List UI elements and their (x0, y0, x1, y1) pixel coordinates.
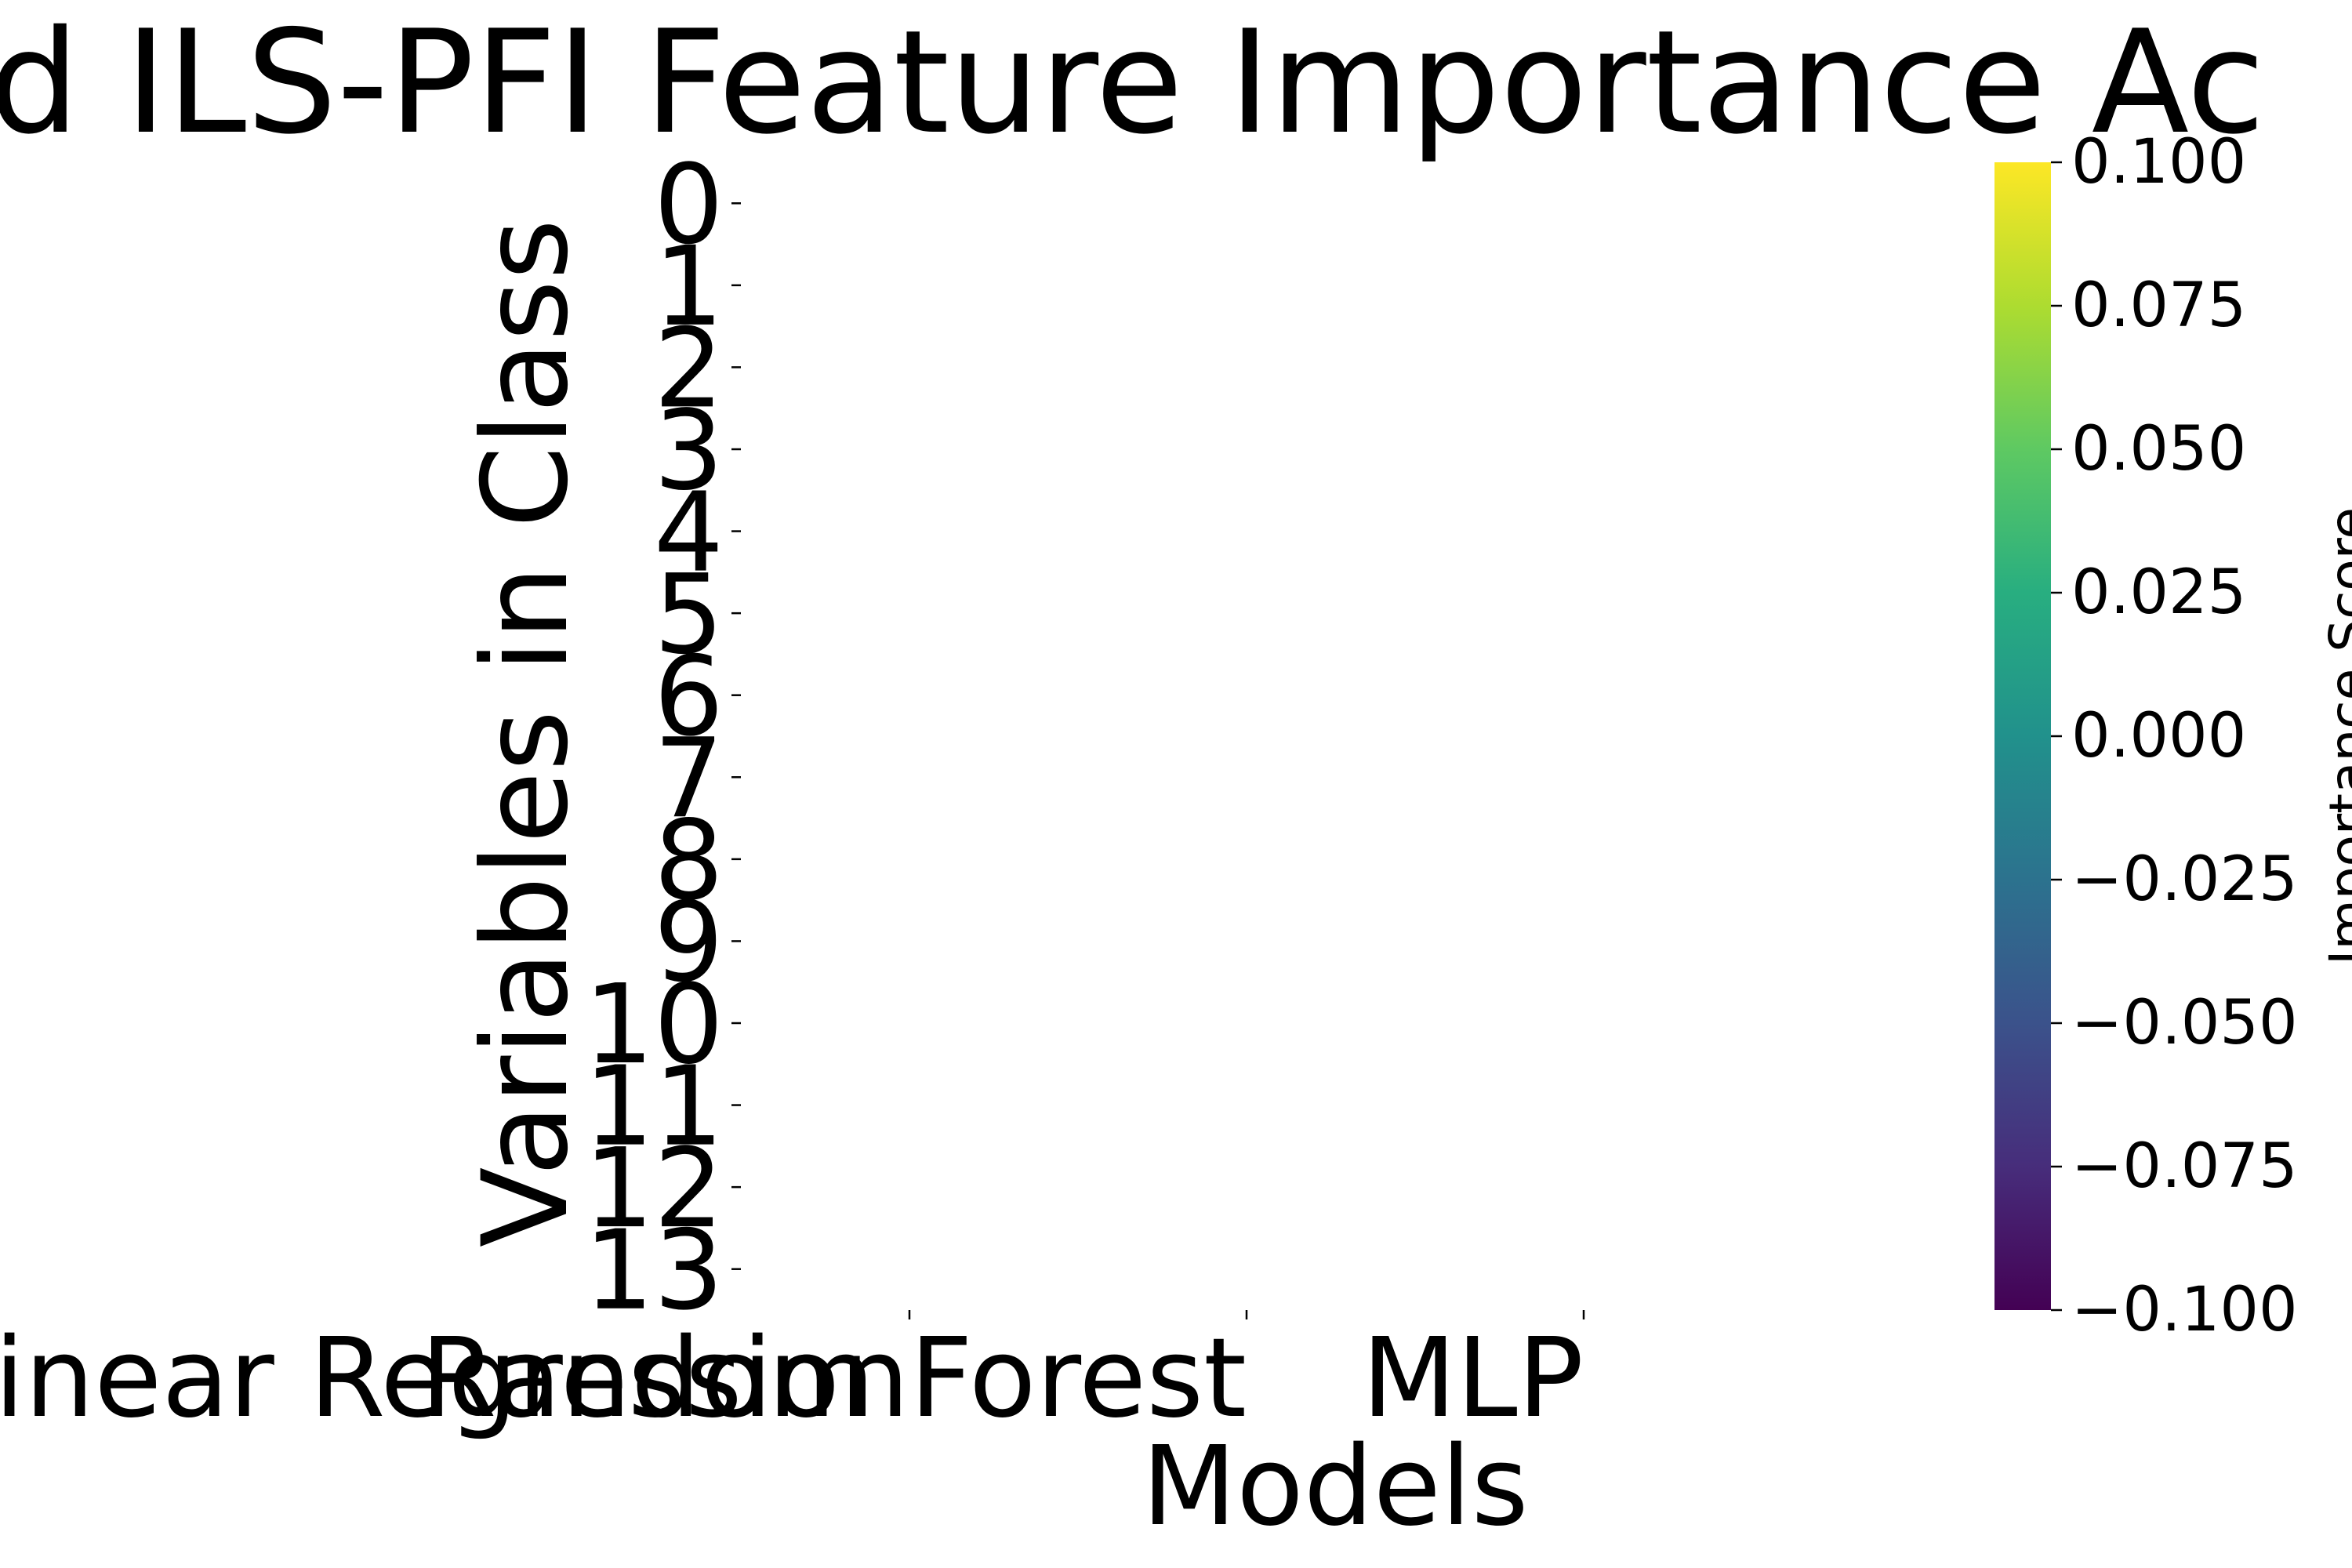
y-tick-label: 5 (654, 551, 724, 679)
y-tick-label: 13 (584, 1207, 724, 1335)
x-axis-label: Models (1142, 1423, 1528, 1551)
x-tick-label: Linear Regression (0, 1315, 909, 1443)
colorbar-tick-label: 0.050 (2071, 414, 2246, 485)
colorbar-tick-label: −0.075 (2071, 1131, 2298, 1202)
chart-title: ated ILS-PFI Feature Importance Ac (0, 0, 2265, 165)
y-tick-label: 11 (584, 1044, 724, 1171)
colorbar-tick-label: −0.100 (2071, 1275, 2298, 1345)
y-tick-label: 7 (654, 715, 724, 843)
colorbar (1994, 162, 2051, 1310)
y-axis-label: Variables in Class (458, 219, 594, 1247)
y-tick-label: 1 (654, 223, 724, 351)
colorbar-tick-label: 0.025 (2071, 557, 2246, 628)
colorbar-label: Importance Score (2318, 507, 2352, 965)
colorbar-tick-label: 0.075 (2071, 270, 2246, 341)
x-tick-label: MLP (1362, 1315, 1584, 1443)
y-tick-label: 8 (654, 797, 724, 925)
y-tick-label: 9 (654, 879, 724, 1007)
colorbar-ticks: 0.100 0.075 0.050 0.025 0.000 −0.025 −0.050 −0.… (2051, 127, 2298, 1345)
colorbar-tick-label: −0.050 (2071, 988, 2298, 1058)
y-tick-label: 6 (654, 633, 724, 761)
y-tick-label: 12 (584, 1125, 724, 1253)
y-tick-label: 0 (654, 141, 724, 269)
y-tick-label: 2 (654, 305, 724, 433)
colorbar-tick-label: 0.000 (2071, 701, 2246, 771)
y-tick-label: 10 (584, 961, 724, 1089)
x-tick-label: Random Forest (420, 1315, 1247, 1443)
y-tick-label: 3 (654, 387, 724, 515)
colorbar-tick-label: 0.100 (2071, 127, 2246, 198)
colorbar-tick-label: −0.025 (2071, 844, 2298, 915)
y-tick-label: 4 (654, 470, 724, 597)
